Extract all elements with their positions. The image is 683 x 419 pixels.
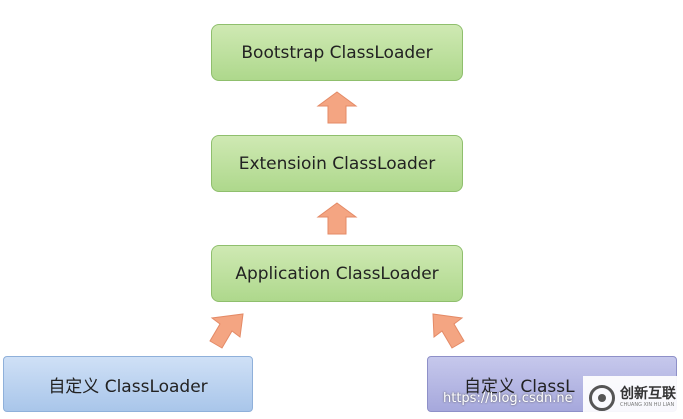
logo-icon <box>589 384 615 411</box>
logo-chinese-text: 创新互联 <box>620 386 676 402</box>
extension-classloader-node: Extensioin ClassLoader <box>211 135 463 192</box>
watermark-logo: 创新互联 CHUANG XIN HU LIAN <box>583 376 683 419</box>
watermark-url: https://blog.csdn.ne <box>443 391 573 406</box>
arrow-extension-to-bootstrap <box>316 91 358 124</box>
logo-english-text: CHUANG XIN HU LIAN <box>620 402 675 408</box>
bootstrap-classloader-node: Bootstrap ClassLoader <box>211 24 463 81</box>
arrow-custom-right-to-application <box>432 313 465 349</box>
application-classloader-node: Application ClassLoader <box>211 245 463 302</box>
arrow-custom-left-to-application <box>209 313 244 349</box>
custom-classloader-left-node: 自定义 ClassLoader <box>3 356 253 412</box>
arrow-application-to-extension <box>316 202 358 235</box>
